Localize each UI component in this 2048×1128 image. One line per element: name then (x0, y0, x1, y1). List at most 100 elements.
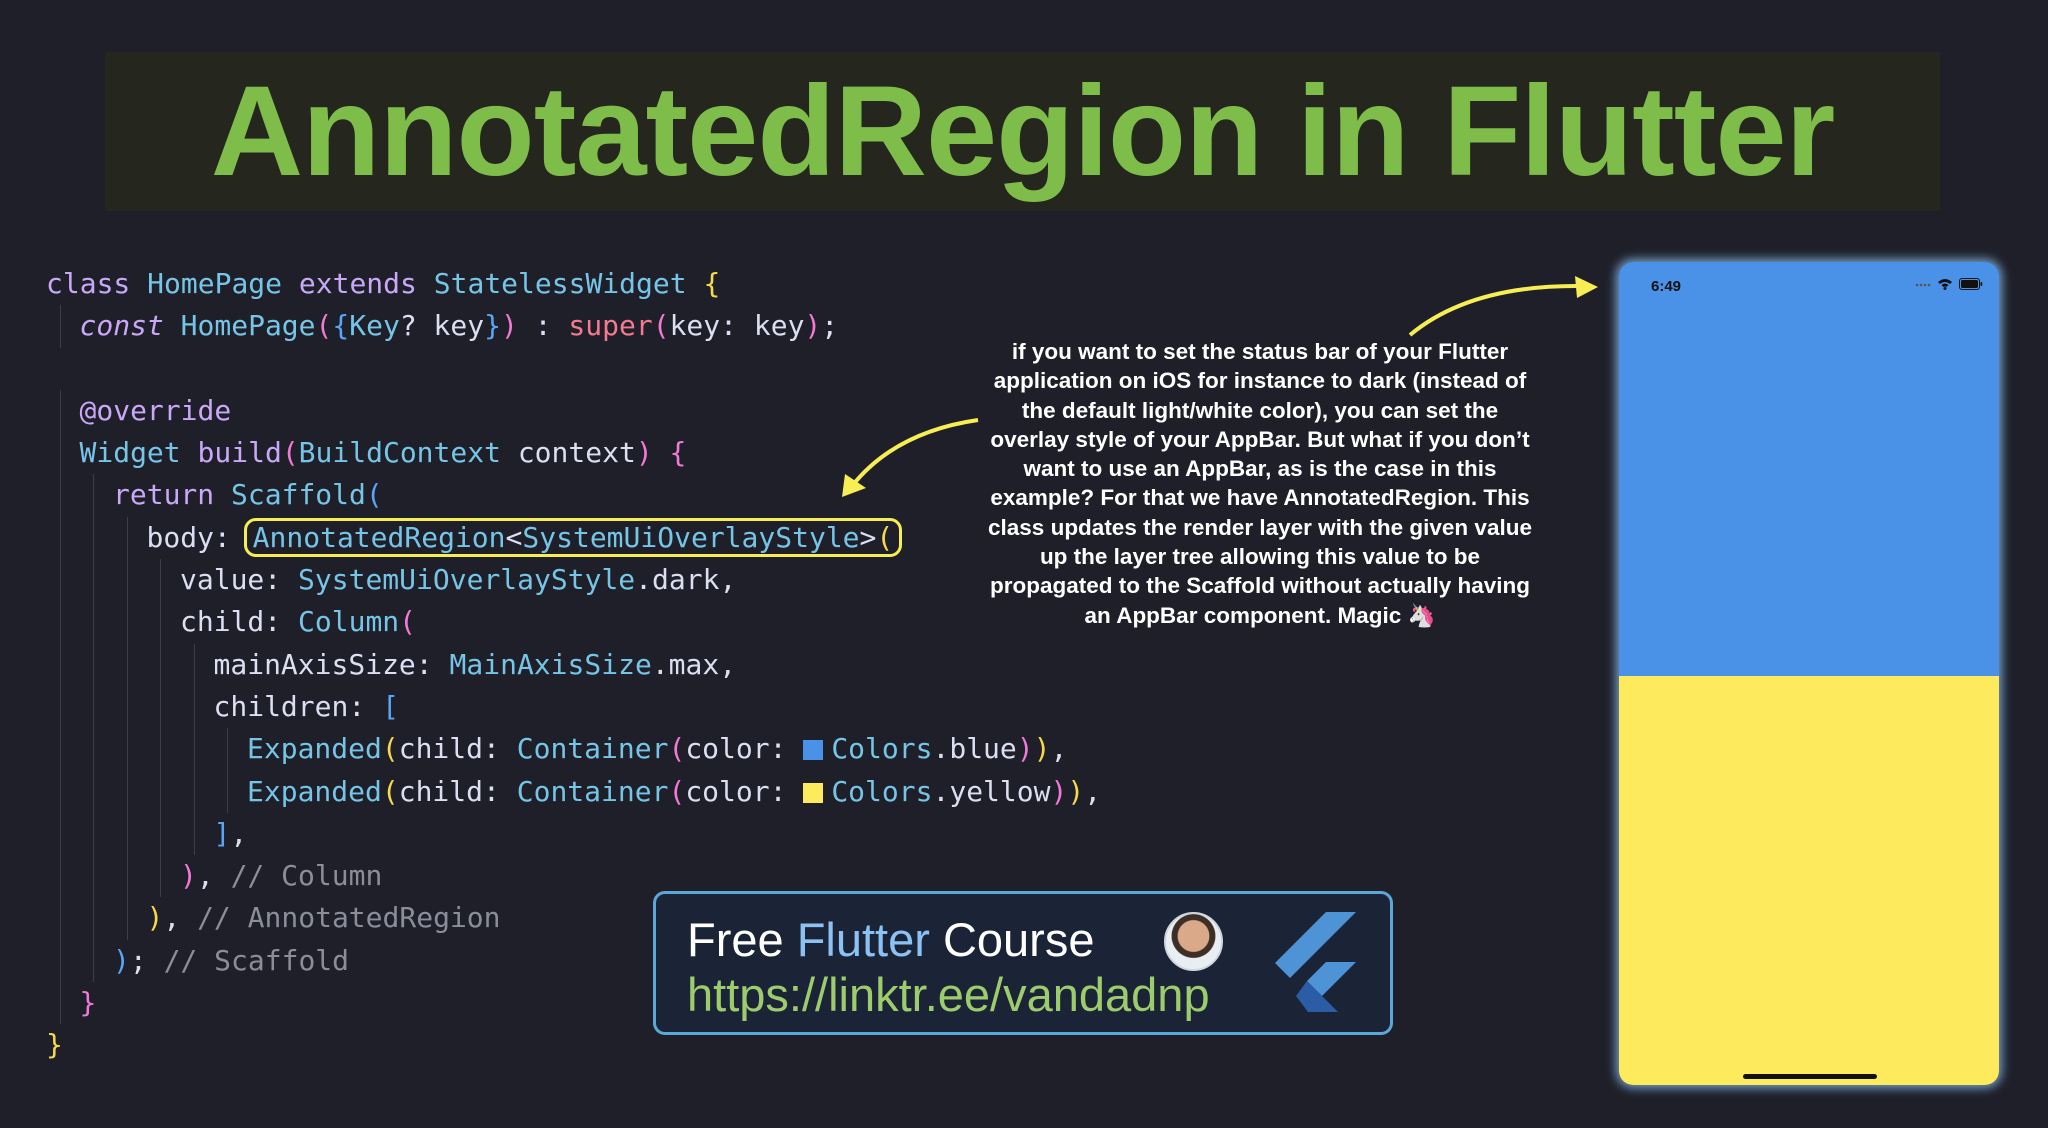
code-token: ) (1033, 732, 1051, 766)
title-banner: AnnotatedRegion in Flutter (105, 52, 1940, 211)
code-token: Container (516, 774, 669, 808)
code-token: ( (381, 774, 399, 808)
blue-swatch (803, 740, 824, 761)
code-token: ( (381, 732, 399, 766)
code-token: body: (146, 520, 248, 554)
code-token: ) (1050, 774, 1068, 808)
code-line: return Scaffold( (46, 474, 1101, 517)
indent-guide (59, 812, 61, 856)
code-token: super (568, 309, 653, 343)
code-token: ] (213, 816, 231, 850)
code-token: Container (516, 732, 669, 766)
indent-guide (59, 728, 61, 771)
code-line: value: SystemUiOverlayStyle.dark, (46, 559, 1101, 602)
phone-preview: 6:49 (1619, 262, 1999, 1085)
code-token: color: (685, 732, 804, 766)
course-banner[interactable]: Free Flutter Course https://linktr.ee/va… (653, 891, 1393, 1035)
indent-guide (59, 643, 61, 686)
phone-blue-container (1619, 262, 1999, 676)
code-line: Expanded(child: Container(color: Colors.… (46, 728, 1101, 771)
code-token: BuildContext (298, 436, 501, 470)
indent-guide (160, 728, 161, 771)
code-line-content: @override (80, 394, 232, 427)
code-token: ) (500, 309, 518, 343)
indent-guide (193, 685, 195, 729)
indent-guide (126, 643, 128, 686)
code-token: HomePage (147, 267, 283, 300)
indent-guide (59, 516, 61, 560)
indent-guide (126, 728, 128, 771)
code-line-content: Expanded(child: Container(color: Colors.… (247, 775, 1101, 808)
code-token: child: (180, 605, 299, 639)
code-line: Expanded(child: Container(color: Colors.… (46, 770, 1101, 813)
indent-guide (59, 982, 61, 1025)
arrow-to-phone (1408, 283, 1581, 337)
code-token: ) (180, 859, 197, 893)
code-token: ( (365, 478, 383, 512)
code-token: } (79, 986, 97, 1020)
yellow-swatch (803, 782, 824, 803)
code-token: , (230, 816, 248, 850)
code-token: ; (129, 943, 164, 977)
code-line-content: class HomePage extends StatelessWidget { (46, 267, 720, 300)
code-line: @override (46, 389, 1101, 433)
indent-guide (93, 770, 94, 813)
code-line: ], (46, 812, 1101, 856)
code-line-content: Widget build(BuildContext context) { (80, 436, 687, 469)
indent-guide (93, 601, 94, 644)
indent-guide (93, 559, 94, 602)
code-token: Expanded (247, 732, 382, 766)
indent-guide (160, 559, 161, 602)
code-token: // Column (230, 859, 383, 893)
code-token: class (46, 267, 131, 300)
code-token: . (635, 563, 653, 597)
code-line-content: ), // Column (180, 859, 382, 892)
flutter-logo-icon (1275, 912, 1356, 1012)
indent-guide (126, 516, 128, 560)
code-token: ( (668, 732, 686, 766)
home-indicator (1743, 1074, 1877, 1079)
signal-dots-icon (1915, 283, 1931, 287)
course-suffix: Course (929, 913, 1095, 966)
indent-guide (59, 770, 61, 813)
code-token: mainAxisSize: (213, 647, 450, 681)
indent-guide (59, 939, 61, 983)
course-link[interactable]: https://linktr.ee/vandadnp (687, 968, 1210, 1021)
indent-guide (160, 855, 161, 898)
code-line-content: ), // AnnotatedRegion (147, 901, 501, 934)
avatar (1164, 912, 1223, 971)
code-token: extends (298, 267, 417, 300)
code-token: // Scaffold (163, 943, 350, 977)
code-token: Key (349, 309, 400, 343)
battery-icon (1959, 278, 1983, 290)
code-line-content: ); // Scaffold (113, 944, 349, 977)
code-line: ), // AnnotatedRegion (46, 897, 1101, 940)
indent-guide (59, 897, 61, 940)
code-line-content: mainAxisSize: MainAxisSize.max, (214, 648, 737, 681)
code-token: dark, (652, 563, 737, 597)
code-token: MainAxisSize (449, 647, 652, 681)
code-token: : (517, 309, 569, 343)
code-token: return (113, 478, 215, 512)
code-line: } (46, 982, 1101, 1025)
code-token: , (1084, 774, 1102, 808)
code-line: mainAxisSize: MainAxisSize.max, (46, 643, 1101, 686)
code-token: ( (876, 520, 894, 554)
code-line: children: [ (46, 685, 1101, 729)
indent-guide (93, 474, 94, 517)
code-token: Column (298, 605, 400, 639)
code-token: [ (382, 689, 399, 723)
code-token: Widget (79, 436, 181, 470)
indent-guide (227, 728, 228, 771)
code-line-content: return Scaffold( (113, 478, 383, 511)
code-line-content: child: Column( (180, 605, 416, 638)
indent-guide (160, 812, 161, 856)
course-prefix: Free (687, 913, 797, 966)
indent-guide (93, 685, 94, 729)
code-token: ) (1067, 774, 1085, 808)
indent-guide (126, 812, 128, 856)
code-line: class HomePage extends StatelessWidget { (46, 263, 1101, 305)
code-line-content: } (46, 1028, 63, 1061)
explanation-text: if you want to set the status bar of you… (988, 339, 1532, 628)
